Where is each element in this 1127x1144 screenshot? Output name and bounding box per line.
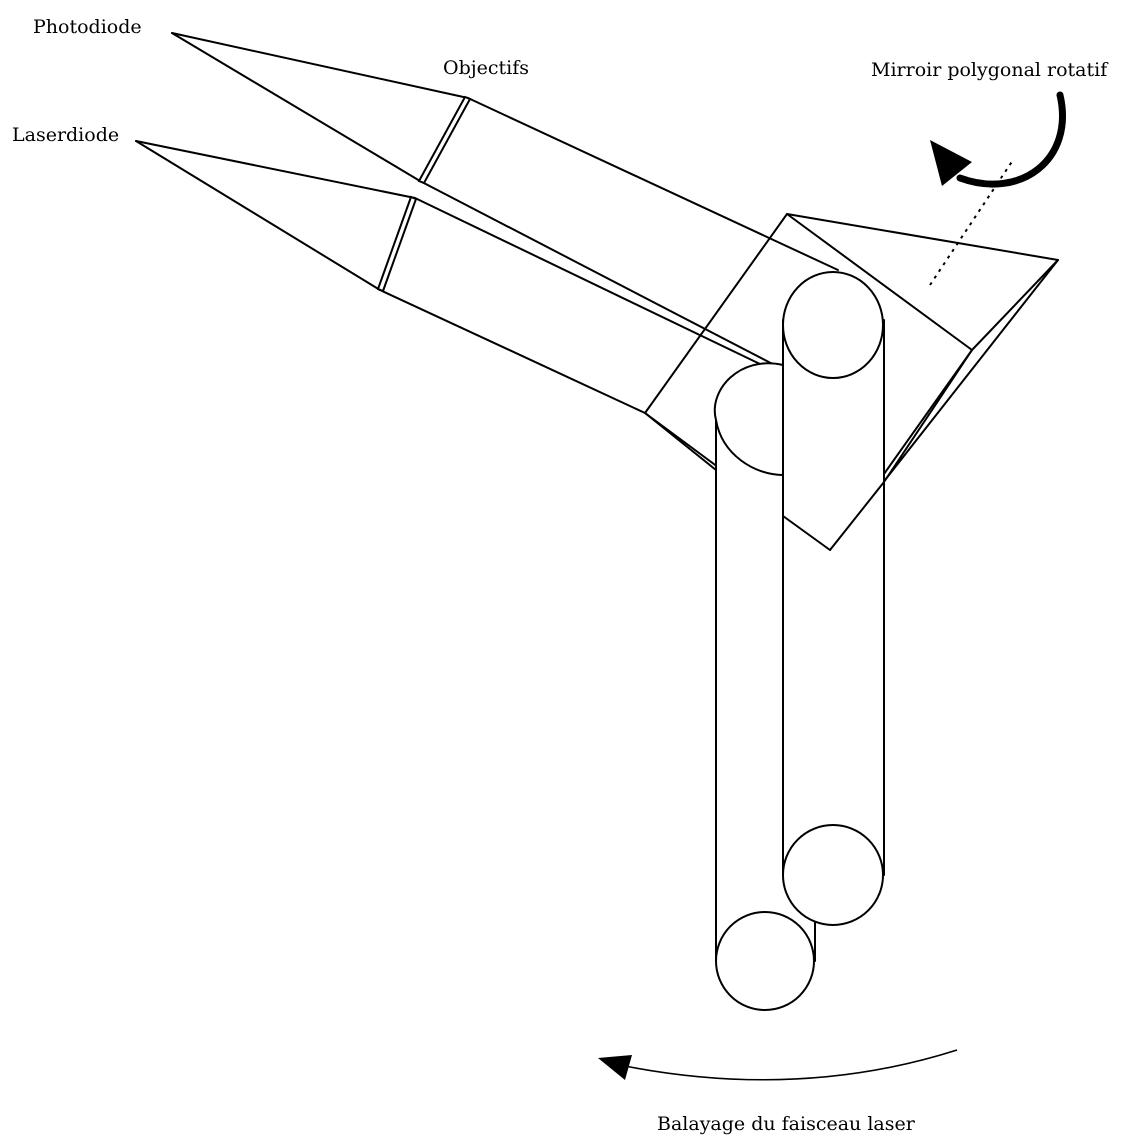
reflected-beam-left-top (713, 362, 784, 477)
scan-label: Balayage du faisceau laser (657, 1113, 916, 1135)
rotation-axis (929, 159, 1014, 286)
mirror-label: Mirroir polygonal rotatif (871, 59, 1109, 81)
objective-lens-bottom (376, 195, 418, 293)
laserdiode-label: Laserdiode (12, 124, 119, 146)
photodiode-label: Photodiode (33, 16, 142, 38)
objectifs-label: Objectifs (443, 57, 529, 79)
arc-arrow-icon (598, 1049, 958, 1081)
reflected-beam-right-top (782, 271, 884, 379)
laserdiode-beam (135, 140, 761, 414)
curved-arrow-icon (930, 91, 1066, 188)
objective-lens-top (417, 95, 472, 185)
reflected-beam-right (782, 319, 885, 926)
photodiode-beam (171, 32, 839, 373)
